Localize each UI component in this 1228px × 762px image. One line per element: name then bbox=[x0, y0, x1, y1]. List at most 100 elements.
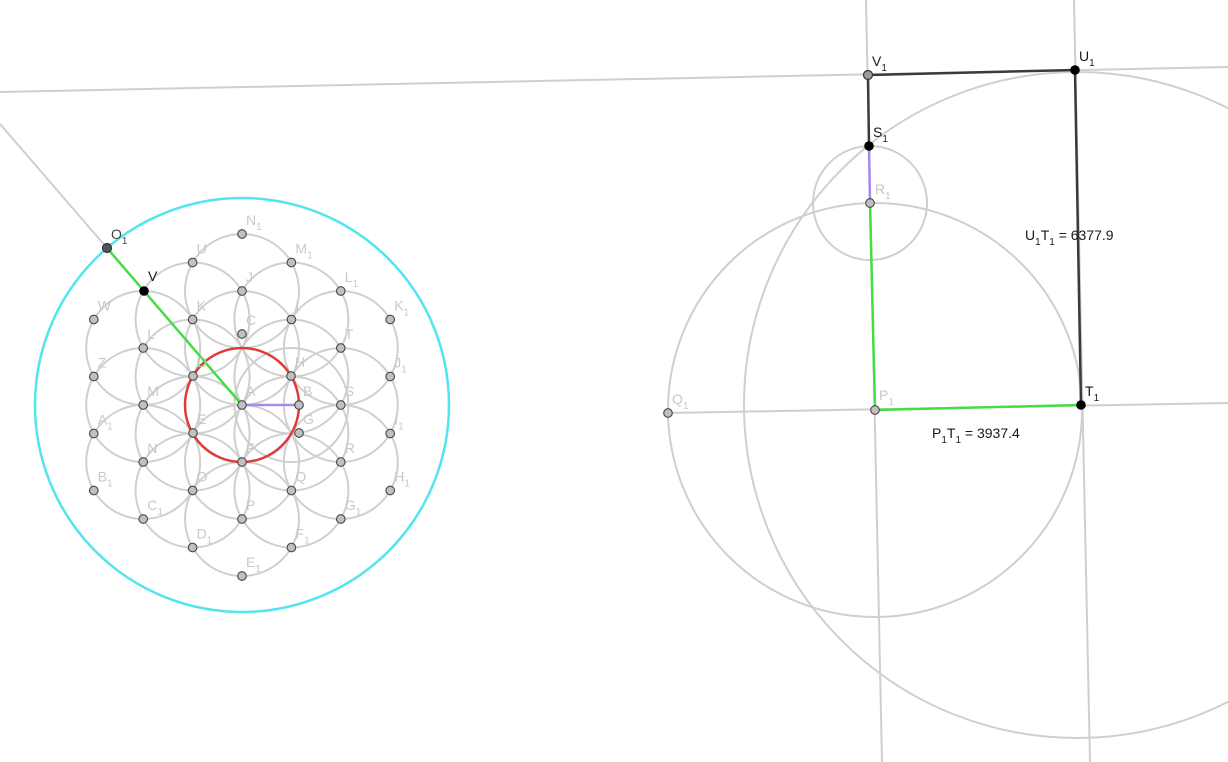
grid-label-d1: D1 bbox=[197, 526, 213, 547]
grid-point-g[interactable] bbox=[294, 428, 304, 438]
grid-label-n1: N1 bbox=[246, 212, 262, 233]
grid-point-c1[interactable] bbox=[138, 514, 149, 524]
grid-point-j1[interactable] bbox=[385, 371, 396, 382]
grid-point-g1[interactable] bbox=[335, 514, 346, 524]
grid-label-l1: L1 bbox=[345, 269, 359, 290]
grid-point-k1[interactable] bbox=[385, 314, 396, 325]
grid-label-r: R bbox=[345, 440, 355, 456]
grid-point-i[interactable] bbox=[286, 314, 297, 325]
grid-label-b1: B1 bbox=[98, 469, 113, 490]
label-r1: R1 bbox=[875, 181, 891, 202]
grid-label-n: N bbox=[147, 440, 157, 456]
segment-p1-t1[interactable] bbox=[874, 403, 1082, 412]
label-s1: S1 bbox=[873, 124, 888, 145]
green-segment-o1-a[interactable] bbox=[106, 247, 243, 406]
grid-point-l1[interactable] bbox=[335, 286, 346, 296]
grid-label-k1: K1 bbox=[394, 298, 409, 319]
grid-label-k: K bbox=[197, 298, 207, 314]
grid-label-f: F bbox=[246, 440, 255, 456]
segment-v1-s1[interactable] bbox=[866, 74, 871, 147]
point-r1[interactable]: R1 bbox=[865, 181, 891, 208]
grid-point-h[interactable] bbox=[286, 371, 296, 381]
grid-label-s: S bbox=[345, 383, 354, 399]
cyan-outer-circle[interactable] bbox=[33, 196, 451, 614]
grid-point-a[interactable] bbox=[237, 400, 247, 410]
grid-label-m: M bbox=[147, 383, 159, 399]
grid-label-e: E bbox=[197, 411, 206, 427]
grid-label-e1: E1 bbox=[246, 554, 261, 575]
grid-point-u[interactable] bbox=[187, 257, 198, 268]
grid-label-a: A bbox=[246, 383, 256, 399]
grid-label-f1: F1 bbox=[295, 526, 310, 547]
line-o1-diagonal[interactable] bbox=[0, 123, 108, 249]
grid-point-e[interactable] bbox=[188, 428, 198, 438]
grid-point-q[interactable] bbox=[286, 485, 297, 496]
grid-point-d[interactable] bbox=[188, 371, 198, 381]
grid-label-o: O bbox=[197, 469, 208, 485]
grid-point-p[interactable] bbox=[237, 514, 247, 524]
grid-label-j1: J1 bbox=[394, 355, 407, 376]
grid-label-z: Z bbox=[98, 355, 107, 371]
label-v: V bbox=[148, 268, 158, 284]
grid-point-l[interactable] bbox=[138, 343, 149, 353]
grid-label-j: J bbox=[246, 269, 253, 285]
grid-label-m1: M1 bbox=[295, 241, 313, 262]
grid-point-f[interactable] bbox=[237, 457, 247, 467]
point-o1[interactable]: O1 bbox=[101, 226, 128, 254]
grid-point-b[interactable] bbox=[294, 400, 304, 410]
grid-point-k[interactable] bbox=[187, 314, 198, 325]
segment-s1-r1[interactable] bbox=[867, 145, 872, 204]
grid-point-d1[interactable] bbox=[187, 542, 198, 553]
right-segments bbox=[866, 68, 1083, 412]
point-u1[interactable]: U1 bbox=[1070, 48, 1095, 75]
segment-r1-p1[interactable] bbox=[868, 202, 877, 411]
grid-point-z[interactable] bbox=[88, 371, 99, 382]
grid-label-a1: A1 bbox=[98, 412, 113, 433]
grid-label-p: P bbox=[246, 497, 255, 513]
segment-v1-u1[interactable] bbox=[867, 68, 1076, 77]
grid-point-f1[interactable] bbox=[286, 542, 297, 553]
label-o1: O1 bbox=[111, 226, 128, 247]
label-v1: V1 bbox=[872, 53, 887, 74]
point-t1[interactable]: T1 bbox=[1076, 383, 1100, 410]
grid-point-r[interactable] bbox=[335, 457, 346, 467]
grid-point-w[interactable] bbox=[88, 314, 99, 325]
point-p1[interactable]: P1 bbox=[870, 387, 895, 415]
grid-label-d: D bbox=[197, 354, 207, 370]
segment-u1-t1[interactable] bbox=[1073, 69, 1083, 406]
label-q1: Q1 bbox=[672, 391, 689, 412]
grid-point-n1[interactable] bbox=[237, 229, 247, 239]
grid-point-i1[interactable] bbox=[385, 428, 396, 439]
label-t1: T1 bbox=[1085, 383, 1100, 404]
grid-point-t[interactable] bbox=[335, 343, 346, 353]
grid-point-o[interactable] bbox=[187, 485, 198, 496]
label-u1: U1 bbox=[1079, 48, 1095, 69]
grid-point-j[interactable] bbox=[237, 286, 247, 296]
grid-point-b1[interactable] bbox=[88, 485, 99, 496]
grid-label-u: U bbox=[197, 241, 207, 257]
grid-label-b: B bbox=[303, 383, 312, 399]
grid-points bbox=[88, 229, 396, 581]
grid-point-a1[interactable] bbox=[88, 428, 99, 439]
grid-point-n[interactable] bbox=[138, 457, 149, 467]
grid-label-l: L bbox=[147, 326, 155, 342]
grid-label-c: C bbox=[246, 312, 256, 328]
grid-label-q: Q bbox=[295, 469, 306, 485]
grid-label-h1: H1 bbox=[394, 469, 410, 490]
grid-point-m[interactable] bbox=[138, 400, 149, 410]
point-v[interactable]: V bbox=[139, 268, 158, 296]
point-q1[interactable]: Q1 bbox=[663, 391, 689, 418]
point-s1[interactable]: S1 bbox=[864, 124, 888, 151]
grid-point-c[interactable] bbox=[237, 329, 247, 339]
grid-point-e1[interactable] bbox=[237, 571, 247, 581]
point-v1[interactable]: V1 bbox=[862, 53, 888, 81]
grid-point-h1[interactable] bbox=[385, 485, 396, 496]
grid-point-m1[interactable] bbox=[286, 257, 297, 268]
grid-label-c1: C1 bbox=[147, 497, 163, 518]
grid-point-s[interactable] bbox=[335, 400, 346, 410]
